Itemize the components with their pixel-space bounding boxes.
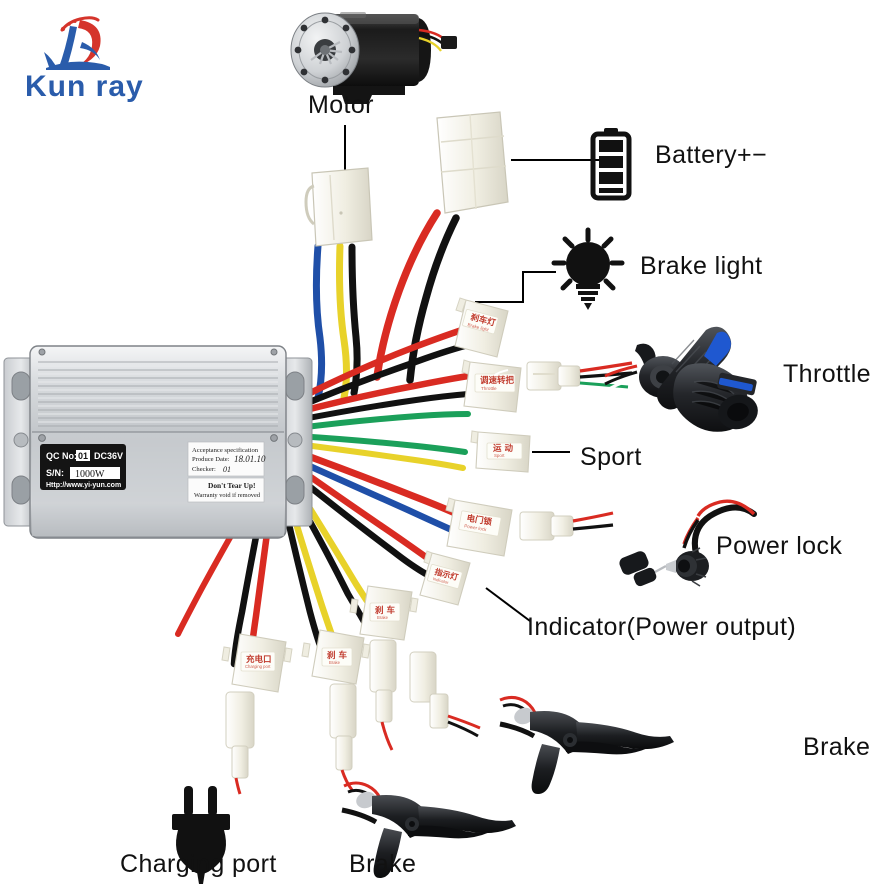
manufacturer-website: Http://www.yi-yun.com — [46, 482, 121, 489]
connector-tag-charging-port: 充电口 Charging port — [221, 633, 293, 795]
callout-label-throttle: Throttle — [783, 360, 871, 388]
warning-line-2: Warranty void if removed — [194, 492, 261, 499]
svg-text:刹 车: 刹 车 — [375, 605, 395, 616]
svg-text:Sport: Sport — [494, 453, 505, 458]
svg-text:Throttle: Throttle — [481, 386, 497, 391]
svg-text:调速转把: 调速转把 — [480, 375, 515, 386]
connector-tag-throttle: 调速转把 Throttle — [461, 359, 522, 413]
cert-line-1: Acceptance specification — [192, 447, 259, 454]
throttle-grip-icon — [604, 326, 758, 432]
qc-no-value: 01 — [78, 451, 88, 461]
motor-icon — [290, 12, 457, 104]
motor-harness-wires — [312, 242, 361, 402]
connector-tag-brake-light: 刹车灯 Brake light — [454, 297, 509, 358]
warning-line-1: Don't Tear Up! — [208, 481, 256, 490]
svg-text:Power lock: Power lock — [464, 523, 488, 532]
brake-lever-icon-bottom — [341, 781, 516, 878]
controller-voltage: DC36V — [94, 451, 123, 461]
sn-value: 1000W — [75, 469, 105, 480]
brand-wordmark: Kun ray — [25, 70, 144, 103]
callout-label-power-lock: Power lock — [716, 532, 843, 560]
connector-tag-brake-b: 刹 车 Brake — [301, 629, 371, 791]
connector-tag-sport: 运 动 Sport — [470, 430, 531, 473]
connector-tag-indicator: 指示灯 Indicator — [419, 550, 471, 606]
qc-no-label: QC No: — [46, 451, 77, 461]
callout-label-charging: Charging port — [120, 850, 277, 878]
svg-text:Indicator: Indicator — [432, 576, 449, 585]
svg-text:Brake: Brake — [329, 660, 341, 665]
svg-text:Brake: Brake — [377, 615, 389, 620]
spare-inline-connector — [409, 651, 481, 738]
svg-text:刹 车: 刹 车 — [327, 650, 347, 661]
sn-label: S/N: — [46, 468, 64, 478]
callout-label-brake-left: Brake — [349, 850, 417, 878]
kunray-swoosh-logo — [44, 16, 110, 70]
cert-checker-label: Checker: — [192, 466, 216, 473]
callout-label-brake-light: Brake light — [640, 252, 763, 280]
callout-label-indicator: Indicator(Power output) — [527, 613, 797, 641]
svg-text:充电口: 充电口 — [246, 654, 272, 665]
key-lock-icon — [619, 499, 757, 587]
callout-label-brake-right: Brake — [803, 733, 871, 761]
connector-tag-brake-a: 刹 车 Brake — [349, 585, 419, 751]
cert-produce-date-value: 18.01.10 — [234, 454, 266, 464]
battery-harness-wires — [373, 209, 460, 384]
motor-controller-unit: QC No: 01 DC36V S/N: 1000W Http://www.yi… — [3, 345, 313, 539]
lightbulb-icon — [551, 227, 625, 310]
svg-text:Brake light: Brake light — [467, 322, 490, 333]
battery-icon — [590, 128, 632, 201]
cert-checker-value: 01 — [223, 465, 231, 474]
motor-connector — [304, 167, 373, 247]
cert-produce-date-label: Produce Date: — [192, 456, 230, 463]
svg-text:Charging port: Charging port — [245, 664, 271, 669]
svg-text:电门锁: 电门锁 — [466, 513, 494, 528]
plug-icon — [172, 786, 230, 884]
svg-text:运 动: 运 动 — [493, 443, 513, 454]
callout-label-motor: Motor — [308, 91, 374, 119]
callout-label-sport: Sport — [580, 443, 642, 471]
power-lock-inline-connector — [519, 511, 614, 541]
connector-tag-power-lock: 电门锁 Power lock — [445, 497, 513, 557]
brand-logo: Kun ray — [22, 12, 192, 110]
battery-connector — [436, 111, 509, 214]
callout-label-battery: Battery+− — [655, 141, 767, 169]
brake-lever-icon-right — [499, 695, 674, 794]
